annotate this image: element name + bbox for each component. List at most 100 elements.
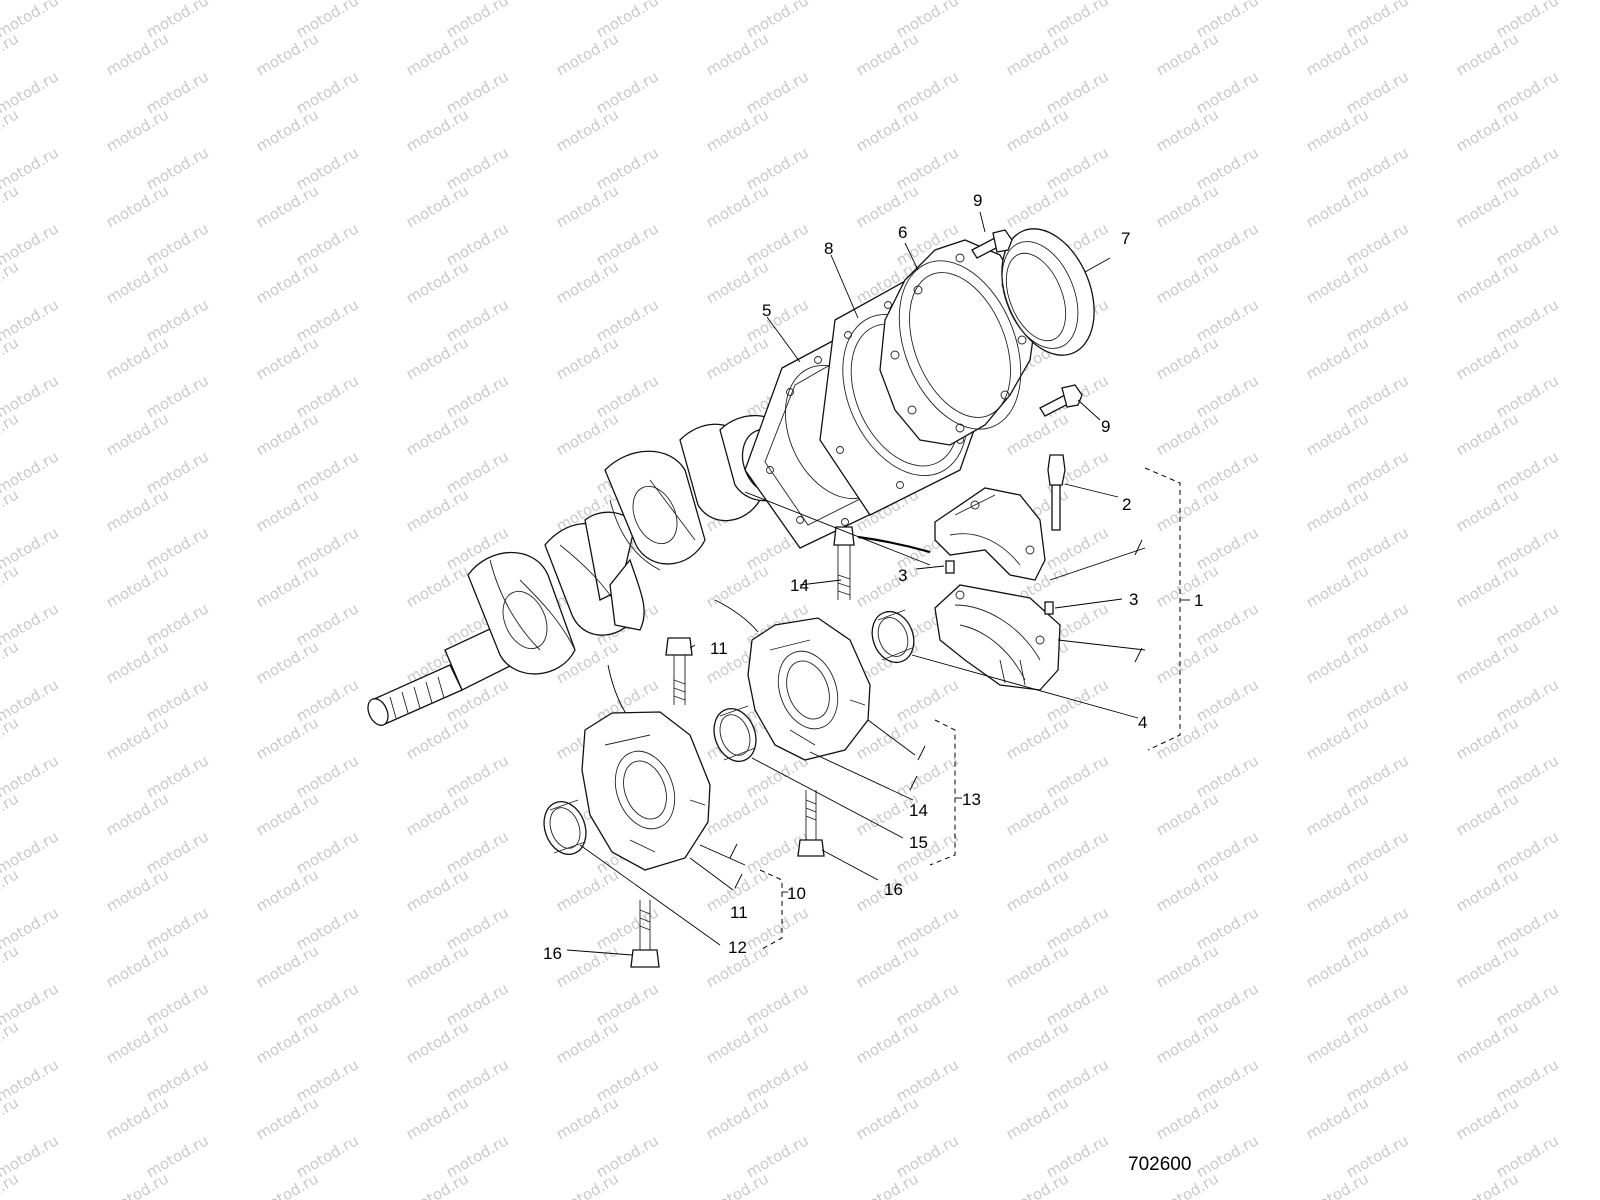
watermark-text: motod.ru [1303,1017,1372,1067]
watermark-text: motod.ru [1303,333,1372,383]
callout-9-lower: 9 [1101,417,1110,436]
watermark-text: motod.ru [1003,105,1072,155]
watermark-text: motod.ru [553,0,622,3]
watermark-text: motod.ru [1153,485,1222,535]
watermark-text: motod.ru [853,941,922,991]
watermark-text: motod.ru [103,333,172,383]
watermark-text: motod.ru [1453,181,1522,231]
watermark-text: motod.ru [103,1169,172,1200]
watermark-text: motod.ru [403,333,472,383]
watermark-text: motod.ru [853,29,922,79]
callout-7: 7 [1121,229,1130,248]
watermark-text: motod.ru [103,561,172,611]
watermark-text: motod.ru [703,1093,772,1143]
watermark-text: motod.ru [703,333,772,383]
callout-10: 10 [787,884,806,903]
crankshaft [367,414,801,726]
watermark-text: motod.ru [553,333,622,383]
callout-12: 12 [728,938,747,957]
watermark-text: motod.ru [1453,1017,1522,1067]
watermark-text: motod.ru [1453,865,1522,915]
routing-line-2 [714,599,759,633]
bearing-support-13 [747,617,871,761]
figure-number: 702600 [1128,1154,1191,1175]
watermark-text: motod.ru [1453,713,1522,763]
watermark-text: motod.ru [253,1093,322,1143]
bolt-9-upper [971,229,1013,259]
watermark-text: motod.ru [1303,257,1372,307]
watermark-text: motod.ru [703,257,772,307]
bracket-1 [1144,467,1181,751]
bolt-14 [833,526,855,600]
watermark-text: motod.ru [103,1017,172,1067]
watermark-text: motod.ru [0,0,22,3]
dowel-3-upper [945,560,955,574]
watermark-text: motod.ru [253,105,322,155]
watermark-text: motod.ru [553,865,622,915]
watermark-text: motod.ru [1453,485,1522,535]
watermark-text: motod.ru [1003,0,1072,3]
oil-seal-7 [1001,228,1095,356]
bolt-9-lower [1039,384,1083,417]
watermark-text: motod.ru [1003,941,1072,991]
watermark-text: motod.ru [403,789,472,839]
watermark-text: motod.ru [253,409,322,459]
callout-6: 6 [898,223,907,242]
watermark-text: motod.ru [253,789,322,839]
callout-2: 2 [1122,495,1131,514]
watermark-text: motod.ru [1453,29,1522,79]
watermark-text: motod.ru [0,333,22,383]
watermark-text: motod.ru [0,789,22,839]
watermark-text: motod.ru [1303,485,1372,535]
watermark-text: motod.ru [1153,561,1222,611]
callout-11-upper: 11 [710,639,728,658]
callout-13: 13 [962,790,981,809]
callout-4: 4 [1138,713,1147,732]
watermark-text: motod.ru [0,257,22,307]
watermark-text: motod.ru [0,1093,22,1143]
callout-5: 5 [762,301,771,320]
watermark-text: motod.ru [403,409,472,459]
watermark-text: motod.ru [853,105,922,155]
watermark-text: motod.ru [1453,257,1522,307]
watermark-text: motod.ru [103,0,172,3]
watermark-text: motod.ru [1003,789,1072,839]
watermark-text: motod.ru [703,29,772,79]
watermark-text: motod.ru [0,29,22,79]
watermark-text: motod.ru [0,1169,22,1200]
watermark-text: motod.ru [1303,713,1372,763]
watermark-text: motod.ru [1153,637,1222,687]
watermark-text: motod.ru [853,1017,922,1067]
watermark-text: motod.ru [403,29,472,79]
watermark-text: motod.ru [103,29,172,79]
watermark-text: motod.ru [253,637,322,687]
watermark-text: motod.ru [1003,713,1072,763]
watermark-text: motod.ru [403,941,472,991]
watermark-text: motod.ru [553,257,622,307]
callout-3-lower: 3 [1129,590,1138,609]
watermark-text: motod.ru [553,941,622,991]
watermark-text: motod.ru [853,1093,922,1143]
callout-14-upper: 14 [790,576,809,595]
watermark-text: motod.ru [403,0,472,3]
bracket-13 [929,719,956,866]
watermark-text: motod.ru [103,637,172,687]
watermark-text: motod.ru [1453,1169,1522,1200]
callout-9-upper: 9 [973,191,982,210]
watermark-text: motod.ru [1303,941,1372,991]
callout-11-lower: 11 [730,903,748,922]
watermark-text: motod.ru [0,865,22,915]
watermark-text: motod.ru [1153,29,1222,79]
watermark-text: motod.ru [253,181,322,231]
callout-16-middle: 16 [884,880,903,899]
watermark-text: motod.ru [1303,789,1372,839]
watermark-text: motod.ru [403,257,472,307]
watermark-text: motod.ru [1003,29,1072,79]
watermark-text: motod.ru [703,789,772,839]
watermark-text: motod.ru [1153,789,1222,839]
watermark-text: motod.ru [253,1169,322,1200]
watermark-text: motod.ru [853,0,922,3]
watermark-text: motod.ru [703,0,772,3]
watermark-text: motod.ru [1453,105,1522,155]
watermark-text: motod.ru [403,485,472,535]
